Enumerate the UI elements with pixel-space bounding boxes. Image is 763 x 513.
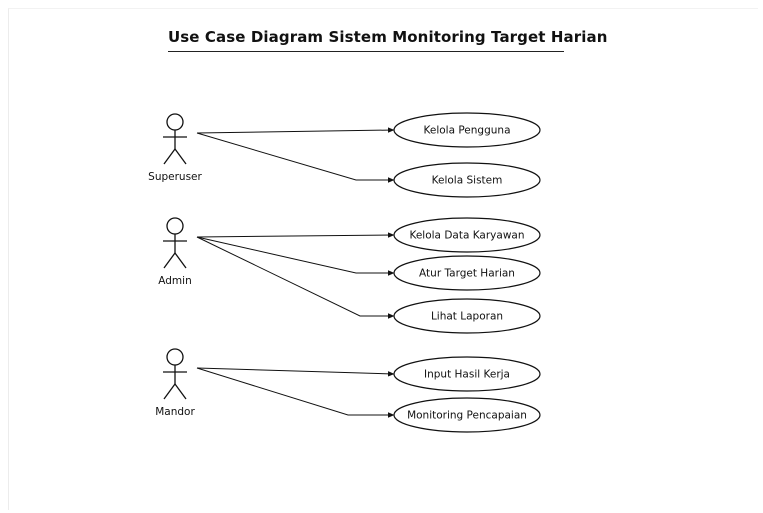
association-superuser-to-kelola-pengguna <box>196 127 395 134</box>
use-case-label: Kelola Data Karyawan <box>409 230 524 242</box>
use-case-ellipse <box>393 356 541 392</box>
use-case-ellipse <box>393 162 541 198</box>
actor-superuser: Superuser <box>148 113 203 183</box>
use-case-ellipse <box>393 298 541 334</box>
use-case-label: Atur Target Harian <box>419 268 515 280</box>
use-case-ellipse <box>393 217 541 253</box>
association-admin-to-lihat-laporan <box>196 236 395 319</box>
stick-figure-icon <box>163 217 187 269</box>
use-case-label: Input Hasil Kerja <box>424 369 510 381</box>
association-lines <box>196 127 395 418</box>
stick-figure-icon <box>163 113 187 165</box>
use-case-kelola-sistem: Kelola Sistem <box>393 162 541 198</box>
actor-label: Admin <box>158 275 191 287</box>
association-superuser-to-kelola-sistem <box>196 132 395 183</box>
association-mandor-to-input-hasil-kerja <box>196 367 395 377</box>
association-admin-to-kelola-data-karyawan <box>196 232 395 238</box>
use-case-ellipse <box>393 255 541 291</box>
use-case-ellipse <box>393 397 541 433</box>
use-case-label: Lihat Laporan <box>431 311 503 323</box>
actor-admin: Admin <box>158 217 192 287</box>
use-case-label: Kelola Sistem <box>432 175 503 187</box>
use-case-atur-target-harian: Atur Target Harian <box>393 255 541 291</box>
stick-figure-icon <box>163 348 187 400</box>
use-case-kelola-data-karyawan: Kelola Data Karyawan <box>393 217 541 253</box>
actor-mandor: Mandor <box>155 348 195 418</box>
actor-label: Superuser <box>148 171 202 183</box>
use-case-label: Monitoring Pencapaian <box>407 410 527 422</box>
title-underline <box>168 51 564 52</box>
use-case-lihat-laporan: Lihat Laporan <box>393 298 541 334</box>
use-case-ellipse <box>393 112 541 148</box>
use-case-label: Kelola Pengguna <box>424 125 511 137</box>
use-case-monitoring-pencapaian: Monitoring Pencapaian <box>393 397 541 433</box>
diagram-title: Use Case Diagram Sistem Monitoring Targe… <box>168 28 608 46</box>
association-admin-to-atur-target-harian <box>196 236 395 276</box>
use-case-kelola-pengguna: Kelola Pengguna <box>393 112 541 148</box>
association-mandor-to-monitoring-pencapaian <box>196 367 395 418</box>
use-case-input-hasil-kerja: Input Hasil Kerja <box>393 356 541 392</box>
page-frame <box>8 8 758 510</box>
actor-label: Mandor <box>155 406 195 418</box>
